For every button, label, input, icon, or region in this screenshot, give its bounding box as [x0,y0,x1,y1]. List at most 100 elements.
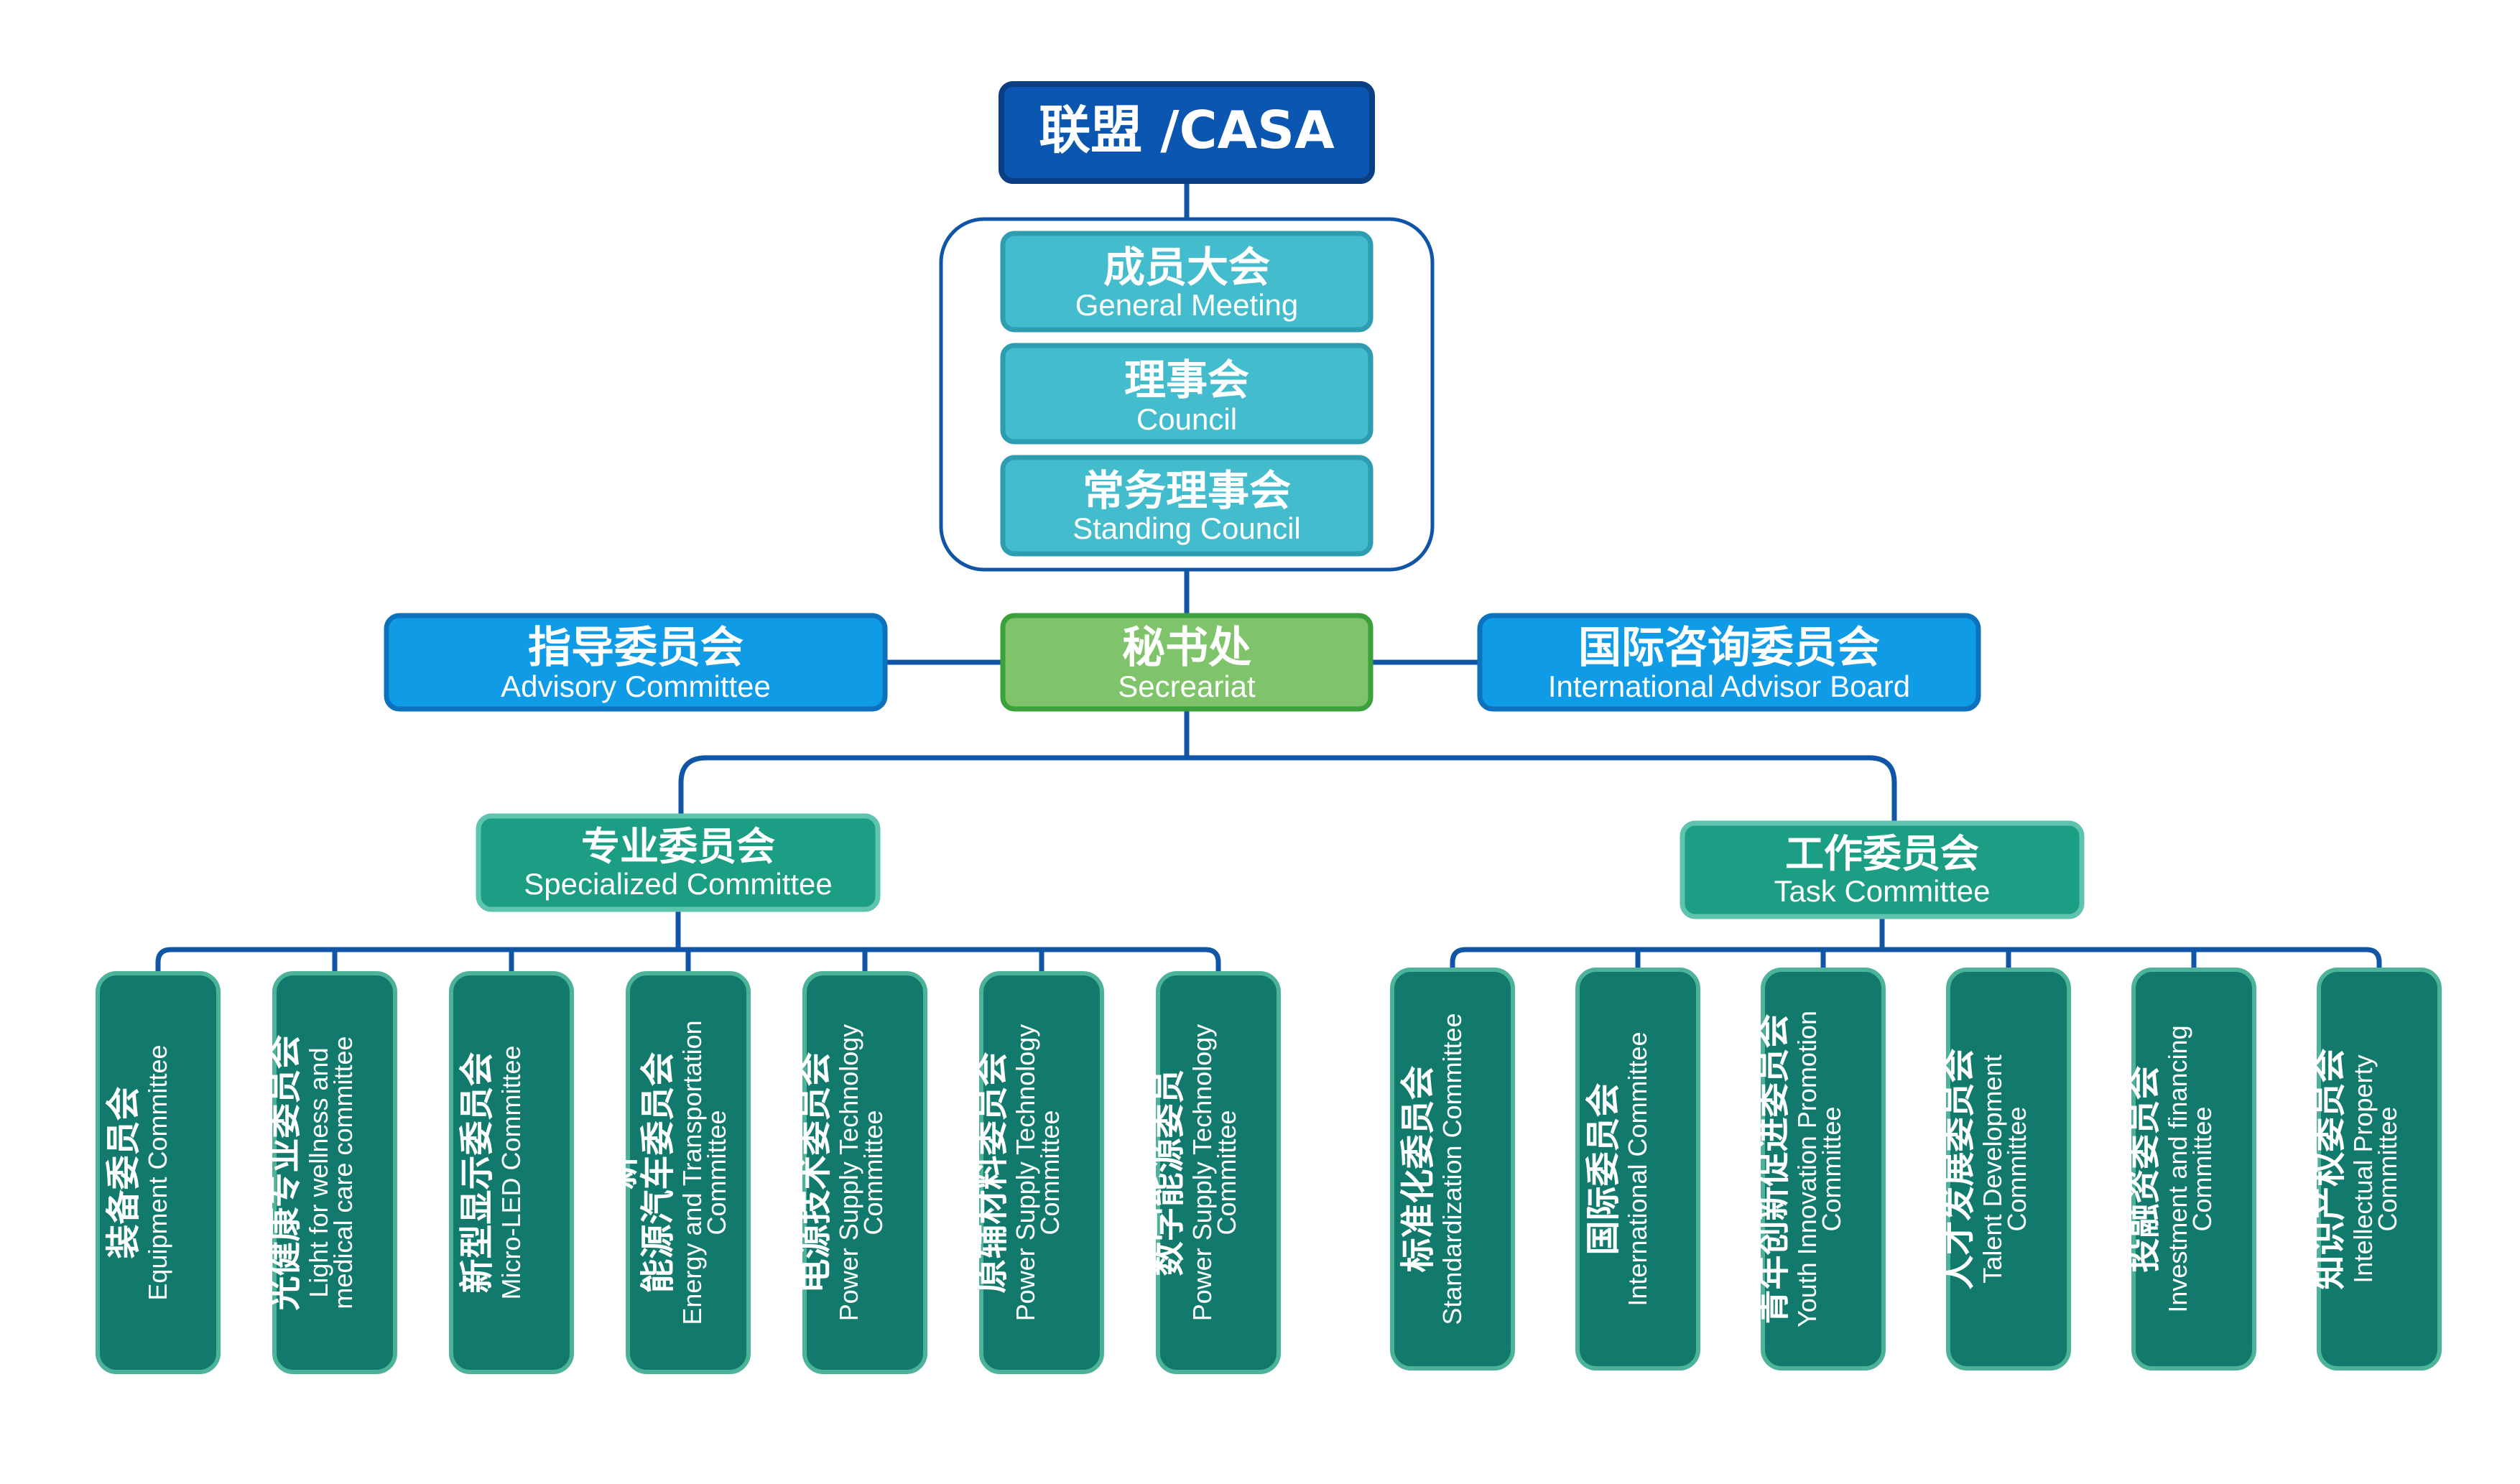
task-committee-column: 标准化委员会Standardization Committee [1390,968,1515,1371]
committee-zh-name: 电源技术委员会 [795,1052,835,1293]
committee-zh-name: 知识产权委员会 [2309,1048,2349,1289]
root-label: 联盟 /CASA [1039,100,1335,160]
committee-zh-name: 国际委员会 [1583,1082,1623,1255]
specialized-box [476,813,881,912]
committee-zh-name: 装备委员会 [103,1086,144,1258]
committee-en-name: Committee [2002,1106,2032,1231]
committee-zh-name: 新 [602,1155,642,1189]
specialized-committee-list: 装备委员会Equipment Committee 光健康专业委员会Light fo… [96,971,1281,1374]
committee-column-text: 原辅材料委员会Power Supply TechnologyCommittee [971,1024,1065,1322]
committee-en-name: Light for wellness and [304,1047,333,1297]
committee-zh-name: 能源汽车委员会 [638,1052,678,1293]
governance-en: General Meeting [1075,288,1299,322]
committee-en-name: Committee [1035,1110,1065,1235]
governance-council: 理事会 Council [1000,343,1374,445]
task-committee-column: 国际委员会International Committee [1575,968,1700,1371]
task-committee-column: 知识产权委员会Intellectual PropertyCommittee [2309,968,2442,1371]
governance-box [1000,455,1374,557]
international-board-node: 国际咨询委员会 International Advisor Board [1477,613,1981,712]
committee-en-name: Youth Innovation Promotion [1792,1011,1822,1327]
committee-column-box [626,971,751,1374]
committee-column-box [1575,968,1700,1371]
governance-zh: 常务理事会 [1083,466,1291,515]
committee-column-box [2131,968,2256,1371]
committee-column-text: 知识产权委员会Intellectual PropertyCommittee [2309,1048,2402,1289]
advisory-committee-node: 指导委员会 Advisory Committee [384,613,888,712]
advisory-zh: 指导委员会 [528,623,744,673]
committee-column-text: 电源技术委员会Power Supply TechnologyCommittee [795,1024,888,1322]
committee-zh-name: 新型显示委员会 [457,1052,497,1293]
governance-zh: 成员大会 [1103,243,1270,292]
root-box [999,81,1375,184]
committee-en-name: Committee [1212,1110,1241,1235]
governance-en: Standing Council [1073,511,1301,545]
specialized-committee-column: 装备委员会Equipment Committee [96,971,221,1374]
committee-column-box [449,971,574,1374]
committee-en-name: Talent Development [1978,1054,2007,1283]
committee-zh-name: 数字能源委员 [1148,1069,1188,1276]
connector-committee-branches [678,755,1897,823]
committee-en-name: Power Supply Technology [1011,1024,1040,1322]
governance-box [1000,343,1374,445]
committee-column-text: 新能源汽车委员会Energy and TransportationCommitt… [602,1020,731,1325]
specialized-committee-column: 新能源汽车委员会Energy and TransportationCommitt… [602,971,751,1374]
committee-en-name: Committee [1817,1106,1846,1231]
task-committee-node: 工作委员会 Task Committee [1680,820,2085,919]
committee-en-name: International Committee [1623,1031,1652,1306]
specialized-committee-node: 专业委员会 Specialized Committee [476,813,881,912]
secretariat-en: Secreariat [1118,669,1256,703]
committee-en-name: Intellectual Property [2348,1054,2378,1283]
connector-task-bar [1450,947,2382,970]
specialized-committee-column: 原辅材料委员会Power Supply TechnologyCommittee [971,971,1104,1374]
committee-en-name: Committee [702,1110,731,1235]
committee-zh-name: 光健康专业委员会 [264,1034,305,1310]
committee-en-name: Committee [2187,1106,2217,1231]
international-board-en: International Advisor Board [1548,669,1910,703]
connector-lines [155,181,2382,973]
specialized-committee-column: 新型显示委员会Micro-LED Committee [449,971,574,1374]
secretariat-box [1000,613,1374,712]
advisory-en: Advisory Committee [501,669,771,703]
committee-column-box [2317,968,2442,1371]
secretariat-zh: 秘书处 [1122,623,1251,673]
specialized-committee-column: 电源技术委员会Power Supply TechnologyCommittee [795,971,927,1374]
task-box [1680,820,2085,919]
committee-en-name: Standardization Committee [1437,1013,1467,1325]
governance-box [1000,231,1374,333]
committee-en-name: Power Supply Technology [1187,1024,1217,1322]
task-zh: 工作委员会 [1785,831,1979,876]
committee-column-box [1946,968,2071,1371]
committee-zh-name: 投融资委员会 [2123,1065,2164,1272]
task-committee-column: 人才发展委员会Talent DevelopmentCommittee [1938,968,2071,1371]
committee-column-box [979,971,1104,1374]
task-committee-column: 青年创新促进委员会Youth Innovation PromotionCommi… [1753,968,1886,1371]
committee-column-text: 标准化委员会Standardization Committee [1398,1013,1467,1325]
committee-en-name: Equipment Committee [143,1044,172,1300]
task-en: Task Committee [1774,874,1990,908]
root-node: 联盟 /CASA [999,81,1375,184]
committee-zh-name: 人才发展委员会 [1938,1048,1978,1289]
committee-column-box [1761,968,1886,1371]
committee-column-text: 青年创新促进委员会Youth Innovation PromotionCommi… [1753,1011,1846,1327]
committee-column-text: 国际委员会International Committee [1583,1031,1652,1306]
committee-en-name: Committee [858,1110,888,1235]
governance-zh: 理事会 [1124,356,1249,404]
committee-en-name: Committee [2373,1106,2402,1231]
secretariat-node: 秘书处 Secreariat [1000,613,1374,712]
specialized-committee-column: 数字能源委员Power Supply TechnologyCommittee [1148,971,1281,1374]
committee-column-text: 光健康专业委员会Light for wellness andmedical ca… [264,1034,358,1310]
international-board-box [1477,613,1981,712]
committee-zh-name: 原辅材料委员会 [971,1052,1011,1293]
international-board-zh: 国际咨询委员会 [1578,623,1880,673]
specialized-committee-column: 光健康专业委员会Light for wellness andmedical ca… [264,971,397,1374]
specialized-en: Specialized Committee [524,867,833,901]
committee-column-text: 新型显示委员会Micro-LED Committee [457,1045,526,1299]
governance-standing-council: 常务理事会 Standing Council [1000,455,1374,557]
governance-en: Council [1136,402,1237,436]
committee-en-name: Energy and Transportation [677,1020,707,1325]
committee-column-text: 投融资委员会Investment and financingCommittee [2123,1025,2217,1312]
committee-en-name: Micro-LED Committee [496,1045,526,1299]
committee-column-box [96,971,221,1374]
